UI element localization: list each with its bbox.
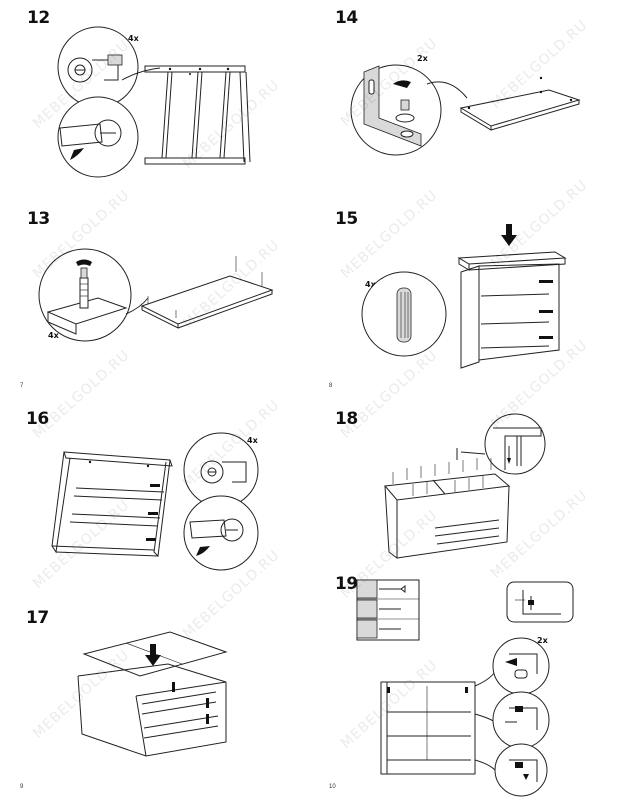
step-15-panel: 15 4x 8 xyxy=(309,200,618,400)
step-14-panel: 14 2x xyxy=(309,0,618,200)
step-16-number: 16 xyxy=(26,409,49,429)
screwdriver-icon xyxy=(59,119,122,160)
dowel-icon xyxy=(396,287,412,343)
step-16-quantity: 4x xyxy=(247,436,258,445)
page-number-7: 7 xyxy=(20,383,24,389)
board-drawing xyxy=(140,256,274,329)
step-19-illustration xyxy=(356,579,574,797)
bracket-icon xyxy=(505,653,538,782)
step-19-number: 19 xyxy=(335,574,358,594)
carcass-drawing xyxy=(384,458,511,559)
step-16-panel: 16 4x xyxy=(0,400,309,600)
step-14-illustration xyxy=(350,64,581,156)
cam-lock-icon xyxy=(200,460,247,484)
cam-lock-icon xyxy=(67,54,123,83)
screwdriver-icon xyxy=(189,518,244,556)
cabinet-drawing xyxy=(457,251,567,369)
dowel-icon xyxy=(46,259,128,335)
step-15-number: 15 xyxy=(335,209,358,229)
wall-anchor-icon xyxy=(356,579,420,641)
nail-icon xyxy=(493,427,542,470)
step-13-illustration xyxy=(38,248,274,342)
drawer-frame-drawing xyxy=(144,65,251,165)
step-12-illustration xyxy=(57,26,251,178)
step-17-panel: 17 9 xyxy=(0,600,309,800)
step-19-quantity: 2x xyxy=(537,636,548,645)
step-16-illustration xyxy=(51,432,259,571)
step-13-number: 13 xyxy=(27,209,50,229)
step-14-number: 14 xyxy=(335,8,358,28)
page-number-8: 8 xyxy=(329,383,333,389)
step-18-number: 18 xyxy=(335,409,358,429)
step-12-panel: 12 4x xyxy=(0,0,309,200)
dresser-drawing xyxy=(380,671,496,775)
step-12-quantity: 4x xyxy=(128,34,139,43)
step-15-quantity: 4x xyxy=(365,280,376,289)
step-18-panel: 18 xyxy=(309,400,618,600)
panel-drawing xyxy=(459,76,581,131)
wall-fixing-info-box xyxy=(506,581,574,623)
step-14-quantity: 2x xyxy=(417,54,428,63)
step-17-illustration xyxy=(77,631,228,757)
step-13-quantity: 4x xyxy=(48,331,59,340)
push-arrow-icon xyxy=(501,224,517,246)
push-arrow-icon xyxy=(145,644,161,666)
step-18-illustration xyxy=(384,413,546,559)
carcass-drawing xyxy=(77,663,227,757)
step-13-panel: 13 4x 7 xyxy=(0,200,309,400)
page-number-9: 9 xyxy=(20,784,24,790)
step-12-number: 12 xyxy=(27,8,50,28)
step-17-number: 17 xyxy=(26,608,49,628)
cabinet-frame-drawing xyxy=(51,451,173,558)
step-15-illustration xyxy=(361,224,567,369)
bracket-icon xyxy=(363,65,422,147)
step-19-panel: 19 2x 10 xyxy=(309,574,618,800)
page-number-10: 10 xyxy=(329,784,336,790)
